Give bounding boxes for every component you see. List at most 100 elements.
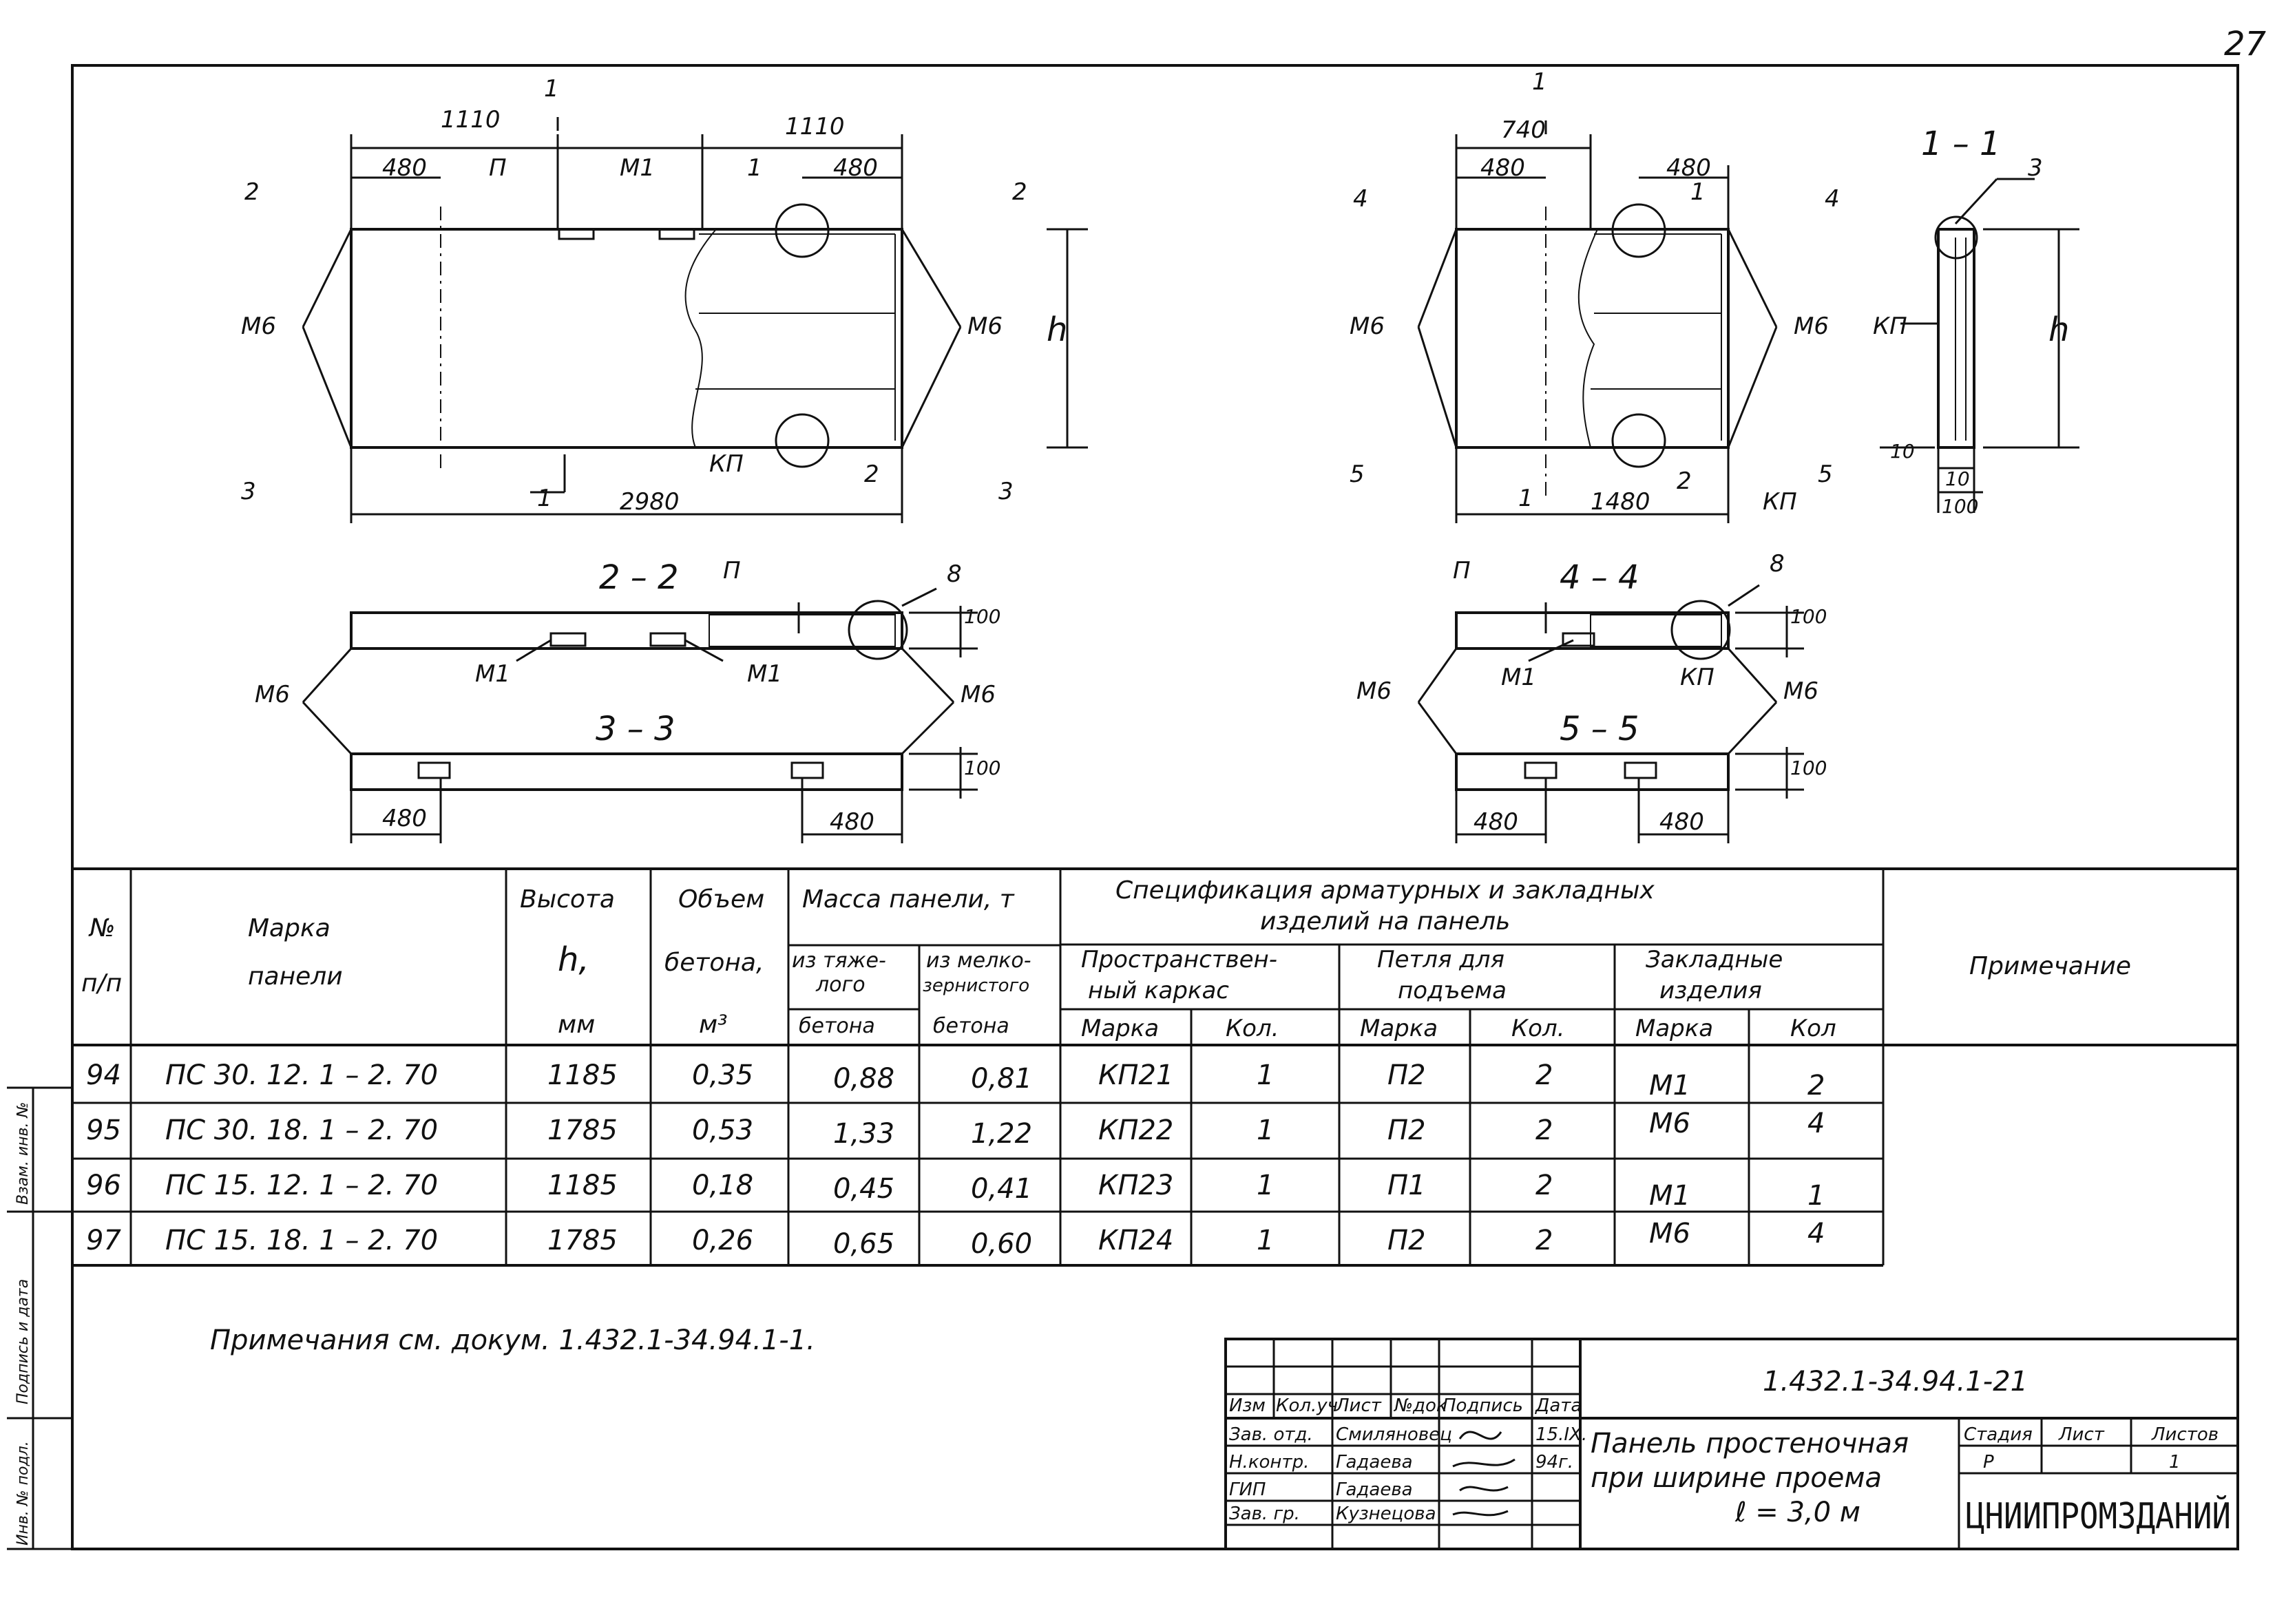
label-small-two: 2 xyxy=(1677,467,1692,495)
cut-small-5-right: 5 xyxy=(1818,461,1833,488)
cell-num: 95 xyxy=(86,1115,121,1146)
side-label-c: Инв. № подл. xyxy=(14,1441,32,1546)
section-1-1-view xyxy=(1880,178,2079,513)
cut-small-4-left: 4 xyxy=(1353,185,1368,213)
dim-inner-left: 480 xyxy=(382,154,427,182)
section-4-4-d100: 100 xyxy=(1790,605,1827,628)
stamp-role: Зав. отд. xyxy=(1229,1424,1313,1445)
section-5-5-right: 480 xyxy=(1659,808,1704,836)
dim-top-left: 1110 xyxy=(441,106,501,134)
section-2-2-view xyxy=(302,587,978,704)
cell-num: 96 xyxy=(86,1170,121,1201)
th-loop-b: подъема xyxy=(1398,977,1507,1004)
embed-m6-qty: 4 xyxy=(1807,1108,1825,1139)
cut-small-4-right: 4 xyxy=(1825,185,1840,213)
section-3-3-right: 480 xyxy=(830,808,874,836)
label-two: 2 xyxy=(864,461,879,488)
section-3-3-view xyxy=(302,701,978,843)
cell-frame-qty: 1 xyxy=(1257,1225,1274,1256)
cell-mark: ПС 30. 18. 1 – 2. 70 xyxy=(165,1115,438,1146)
dim-inner-right: 480 xyxy=(833,154,878,182)
th-embed-a: Закладные xyxy=(1646,946,1783,973)
label-m6-left: M6 xyxy=(241,313,276,340)
cell-mass-heavy: 1,33 xyxy=(833,1118,894,1150)
th-embed-qty: Кол xyxy=(1790,1015,1836,1042)
cut-2-right: 2 xyxy=(1012,178,1027,206)
cell-loop-mark: П2 xyxy=(1387,1059,1426,1091)
stamp-role: Н.контр. xyxy=(1229,1452,1309,1473)
section-3-3-title: 3 – 3 xyxy=(596,710,675,748)
label-p: П xyxy=(489,154,507,182)
stamp-col-kol: Кол.уч xyxy=(1276,1395,1338,1416)
label-small-m6-right: M6 xyxy=(1794,313,1829,340)
section-2-2-m1a: M1 xyxy=(475,660,510,688)
stamp-name: Кузнецова xyxy=(1336,1504,1436,1524)
side-label-a: Взам. инв. № xyxy=(14,1102,32,1205)
th-num-b: п/п xyxy=(81,969,122,998)
th-volume-unit: м³ xyxy=(699,1011,728,1039)
th-loop-qty: Кол. xyxy=(1511,1015,1564,1042)
cell-mass-heavy: 0,88 xyxy=(833,1063,894,1095)
section-1-1-kp: КП xyxy=(1873,313,1907,340)
stamp-stage: Р xyxy=(1983,1452,1994,1473)
th-height-b: h, xyxy=(558,940,589,979)
cell-loop-qty: 2 xyxy=(1535,1115,1553,1146)
cell-mass-heavy: 0,45 xyxy=(833,1173,894,1205)
spec-table-header: № п/п Марка панели Высота h, мм Объем бе… xyxy=(81,876,2131,1042)
stamp-col-list: Лист xyxy=(1335,1395,1382,1416)
section-5-5-left: 480 xyxy=(1474,808,1518,836)
embed-m1-qty: 2 xyxy=(1807,1070,1825,1101)
cell-frame-mark: КП23 xyxy=(1098,1170,1173,1201)
stamp-sheet-label: Лист xyxy=(2058,1424,2105,1445)
section-2-2-p: П xyxy=(723,557,741,584)
stamp-title-a: Панель простеночная xyxy=(1591,1428,1909,1459)
signature-mark xyxy=(1452,1431,1516,1517)
th-embed-brand: Марка xyxy=(1635,1015,1713,1042)
th-frame-b: ный каркас xyxy=(1088,977,1229,1004)
section-4-4-m1: M1 xyxy=(1501,664,1536,691)
stamp-col-podp: Подпись xyxy=(1443,1395,1523,1416)
th-mark-b: панели xyxy=(248,962,343,991)
section-2-2-d100: 100 xyxy=(964,605,1000,628)
label-small-one: 1 xyxy=(1690,178,1706,206)
title-block: 1.432.1-34.94.1-21 Изм Кол.уч Лист №док … xyxy=(1229,1366,2231,1537)
section-3-3-left: 480 xyxy=(382,805,427,832)
section-2-2-m1b: M1 xyxy=(747,660,782,688)
label-h: h xyxy=(1047,310,1067,349)
dim-small-inner-left: 480 xyxy=(1480,154,1525,182)
cell-loop-qty: 2 xyxy=(1535,1170,1553,1201)
sheet-frame xyxy=(71,64,2239,1550)
table-row: 96 ПС 15. 12. 1 – 2. 70 1185 0,18 0,45 0… xyxy=(86,1170,1553,1205)
section-2-2-title: 2 – 2 xyxy=(599,558,679,597)
spec-table-grid xyxy=(72,867,2238,1267)
th-spec-a: Спецификация арматурных и закладных xyxy=(1115,876,1655,905)
th-mass-fine-a: из мелко- xyxy=(926,949,1031,973)
embed-group: М1 2 М6 4 xyxy=(1649,1070,1825,1139)
table-row: 94 ПС 30. 12. 1 – 2. 70 1185 0,35 0,88 0… xyxy=(86,1059,1553,1095)
stamp-col-data: Дата xyxy=(1535,1395,1582,1416)
cell-mass-fine: 0,81 xyxy=(971,1063,1032,1095)
label-m6-right: M6 xyxy=(967,313,1003,340)
th-num-a: № xyxy=(88,914,115,942)
stamp-col-ndok: №док xyxy=(1393,1395,1447,1416)
cell-frame-mark: КП21 xyxy=(1098,1059,1173,1091)
side-label-b: Подпись и дата xyxy=(14,1279,32,1404)
stamp-date-b: 94г. xyxy=(1535,1452,1573,1473)
th-mass: Масса панели, т xyxy=(802,885,1015,914)
stamp-col-izm: Изм xyxy=(1229,1395,1266,1416)
section-4-4-m6a: M6 xyxy=(1356,677,1392,705)
footer-note: Примечания см. докум. 1.432.1-34.94.1-1. xyxy=(210,1325,815,1356)
cell-frame-qty: 1 xyxy=(1257,1170,1274,1201)
table-row: 97 ПС 15. 18. 1 – 2. 70 1785 0,26 0,65 0… xyxy=(86,1225,1553,1260)
cell-loop-mark: П2 xyxy=(1387,1225,1426,1256)
stamp-name: Смиляновец xyxy=(1336,1424,1452,1445)
th-loop-a: Петля для xyxy=(1377,946,1504,973)
section-4-4-m6b: M6 xyxy=(1783,677,1818,705)
th-mass-fine-b: зернистого xyxy=(923,976,1029,996)
table-row: 95 ПС 30. 18. 1 – 2. 70 1785 0,53 1,33 1… xyxy=(86,1115,1553,1150)
th-height-unit: мм xyxy=(558,1011,595,1039)
cut-small-1-bottom: 1 xyxy=(1518,485,1533,512)
dim-small-bottom: 1480 xyxy=(1591,488,1650,516)
stamp-role: Зав. гр. xyxy=(1229,1504,1300,1524)
label-kp: КП xyxy=(709,450,744,478)
